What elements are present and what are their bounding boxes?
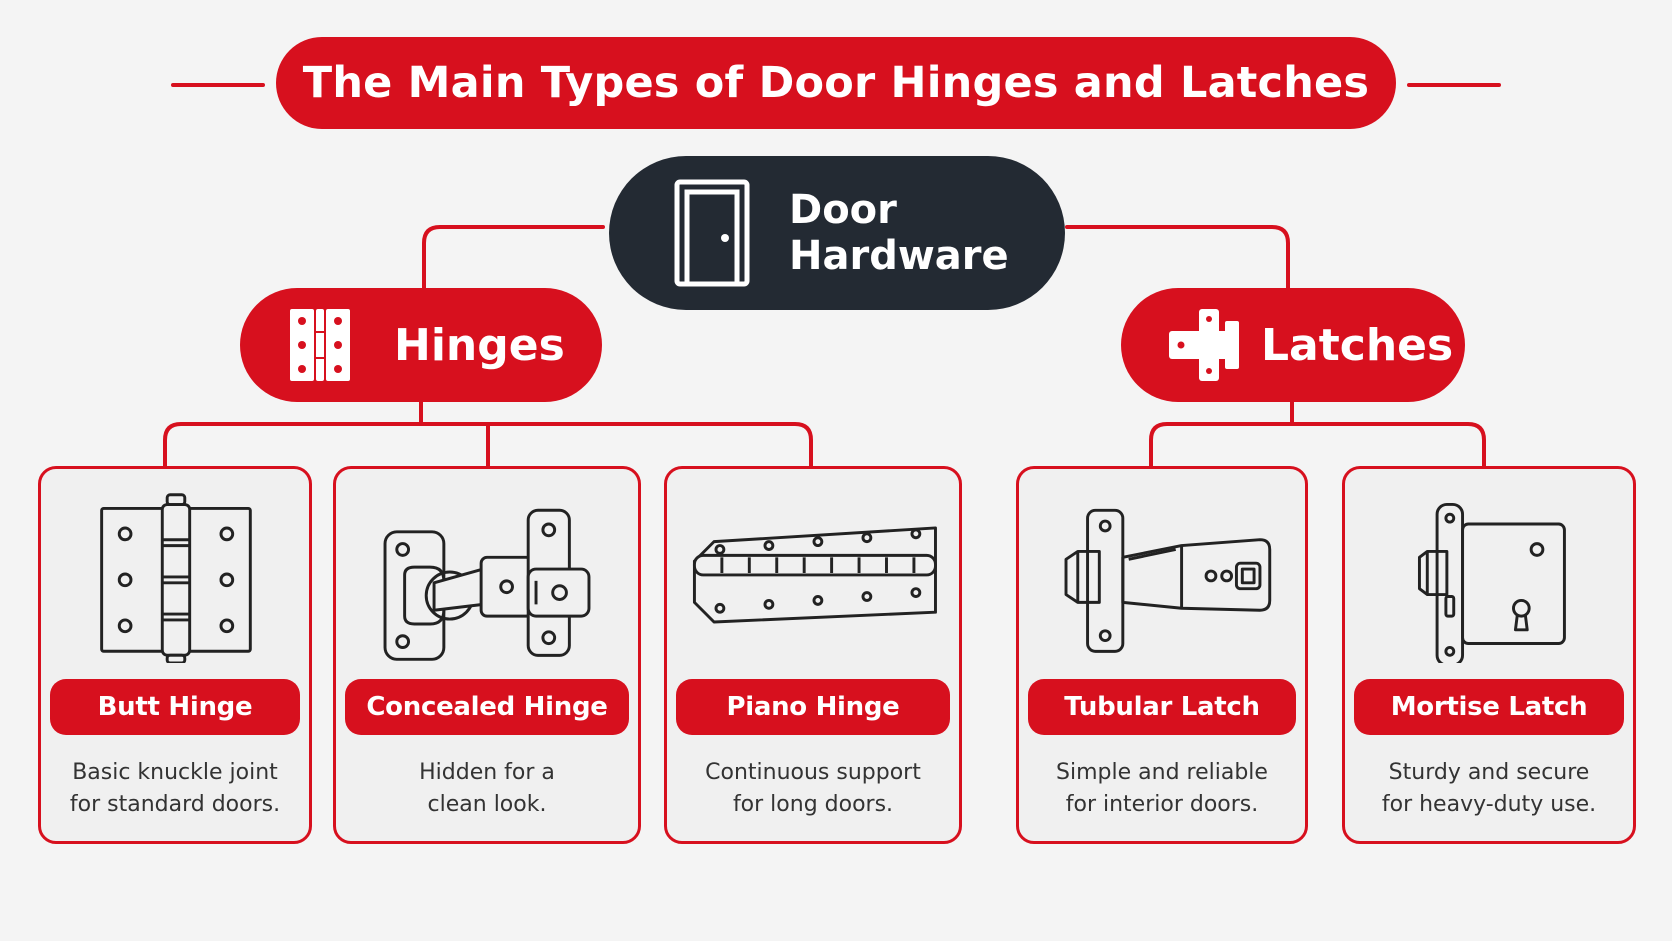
category-hinges-label: Hinges <box>394 319 565 371</box>
card-description-line1: Hidden for a <box>419 760 555 785</box>
root-label-line1: Door <box>789 187 897 233</box>
card-butt-hinge: Butt Hinge Basic knuckle joint for stand… <box>38 466 312 844</box>
card-description: Basic knuckle joint for standard doors. <box>51 757 299 821</box>
card-description-line1: Simple and reliable <box>1056 760 1268 785</box>
mortise-latch-icon <box>1417 502 1566 663</box>
page-title: The Main Types of Door Hinges and Latche… <box>302 58 1370 108</box>
concealed-hinge-icon <box>383 508 591 661</box>
card-title: Tubular Latch <box>1028 679 1296 735</box>
card-piano-hinge: Piano Hinge Continuous support for long … <box>664 466 962 844</box>
door-icon <box>674 179 750 287</box>
butt-hinge-icon <box>100 493 252 663</box>
card-description-line1: Sturdy and secure <box>1388 760 1590 785</box>
latches-branch-line <box>1149 422 1486 470</box>
title-banner: The Main Types of Door Hinges and Latche… <box>276 37 1396 129</box>
card-description-line2: for interior doors. <box>1065 792 1259 817</box>
card-title: Mortise Latch <box>1354 679 1624 735</box>
category-hinges: Hinges <box>240 288 602 402</box>
tubular-latch-icon <box>1064 508 1272 653</box>
root-label: Door Hardware <box>789 187 1009 279</box>
root-to-latches-line <box>1065 225 1290 292</box>
hinge-icon <box>290 309 350 381</box>
card-description-line2: for heavy-duty use. <box>1381 792 1597 817</box>
piano-hinge-icon <box>692 526 937 624</box>
card-description-line2: for standard doors. <box>69 792 281 817</box>
card-description: Hidden for a clean look. <box>346 757 628 821</box>
card-description-line1: Continuous support <box>705 760 921 785</box>
card-mortise-latch: Mortise Latch Sturdy and secure for heav… <box>1342 466 1636 844</box>
card-description: Sturdy and secure for heavy-duty use. <box>1355 757 1623 821</box>
category-latches: Latches <box>1121 288 1465 402</box>
card-description: Continuous support for long doors. <box>677 757 949 821</box>
card-description: Simple and reliable for interior doors. <box>1029 757 1295 821</box>
card-concealed-hinge: Concealed Hinge Hidden for a clean look. <box>333 466 641 844</box>
card-title: Butt Hinge <box>50 679 300 735</box>
category-latches-label: Latches <box>1261 319 1454 371</box>
card-tubular-latch: Tubular Latch Simple and reliable for in… <box>1016 466 1308 844</box>
card-description-line1: Basic knuckle joint <box>72 760 278 785</box>
card-description-line2: clean look. <box>427 792 547 817</box>
root-label-line2: Hardware <box>789 233 1009 279</box>
root-to-hinges-line <box>422 225 605 292</box>
card-title: Concealed Hinge <box>345 679 629 735</box>
card-description-line2: for long doors. <box>732 792 894 817</box>
root-node-door-hardware: Door Hardware <box>609 156 1065 310</box>
card-title: Piano Hinge <box>676 679 950 735</box>
latch-icon <box>1169 309 1239 381</box>
